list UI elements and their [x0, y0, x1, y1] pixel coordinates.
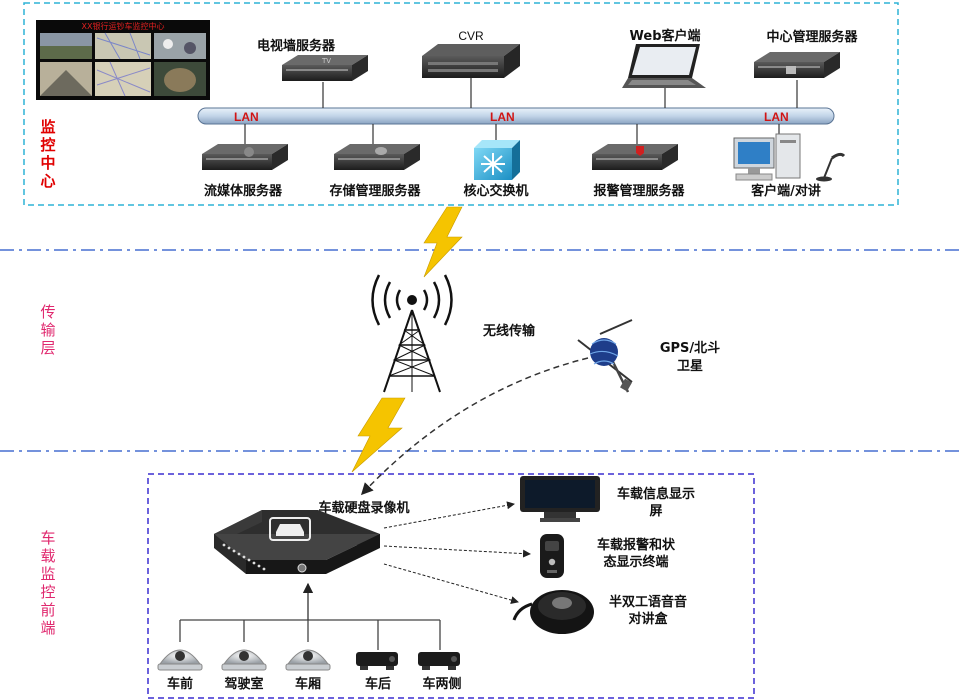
dome-camera-icon [285, 649, 331, 671]
center-mgmt-server[interactable] [754, 52, 840, 78]
satellite-label-line2: 卫星 [677, 359, 703, 374]
svg-text:TV: TV [321, 57, 331, 65]
core-switch-label: 核心交换机 [463, 183, 528, 199]
camera-label: 车厢 [295, 676, 321, 692]
lan-bus [197, 107, 835, 125]
arrow-to-alarm-terminal [383, 545, 531, 558]
tv-wall-server-label: 电视墙服务器 [257, 38, 336, 54]
storage-server-label: 存储管理服务器 [329, 183, 421, 199]
satellite-link-dashed [360, 357, 589, 496]
wireless-label: 无线传输 [482, 323, 536, 339]
lightning-icon [423, 206, 463, 278]
layer-label-vehicle-char: 监 [40, 565, 55, 583]
layer-label-vehicle-char: 车 [40, 529, 55, 547]
layer-label-vehicle-char: 前 [40, 601, 55, 619]
rear-camera-icon [356, 652, 398, 670]
cvr-label: CVR [458, 29, 484, 43]
satellite-label-line1: GPS/北斗 [660, 341, 720, 356]
video-wall: XX银行运钞车监控中心 [36, 20, 210, 100]
layer-label-center-char: 中 [40, 154, 55, 172]
web-client-laptop[interactable] [622, 44, 706, 88]
layer-label-transport: 传 输 层 [40, 303, 55, 357]
client-intercom[interactable] [733, 133, 846, 182]
alarm-server-label: 报警管理服务器 [593, 183, 685, 199]
alarm-terminal-label-line2: 态显示终端 [603, 554, 668, 570]
storage-server[interactable] [334, 144, 420, 170]
streaming-server[interactable] [202, 144, 288, 170]
dome-camera-icon [221, 649, 267, 671]
layer-label-transport-char: 输 [40, 321, 55, 339]
signal-tower-icon [371, 274, 453, 393]
intercom-label-line2: 对讲盒 [628, 611, 668, 627]
vehicle-dvr[interactable] [214, 510, 380, 574]
alarm-terminal-label-line1: 车载报警和状 [597, 537, 676, 553]
vehicle-frame [147, 473, 755, 699]
camera-bus [179, 619, 441, 650]
web-client-label: Web客户端 [630, 28, 701, 44]
dome-camera-icon [157, 649, 203, 671]
camera-label: 驾驶室 [224, 676, 263, 692]
alarm-server[interactable] [592, 144, 678, 170]
side-camera-icon [418, 652, 460, 670]
layer-label-vehicle-char: 端 [40, 619, 55, 637]
info-screen-label-line1: 车载信息显示 [617, 486, 695, 502]
lan-label: LAN [490, 110, 515, 124]
video-wall-banner: XX银行运钞车监控中心 [82, 21, 165, 31]
lightning-icon [351, 397, 406, 473]
camera-label: 车后 [365, 676, 391, 692]
info-screen-label-line2: 屏 [649, 504, 662, 519]
center-mgmt-server-label: 中心管理服务器 [766, 29, 858, 45]
streaming-server-label: 流媒体服务器 [204, 183, 283, 199]
alarm-terminal-icon[interactable] [540, 534, 564, 578]
lan-label: LAN [234, 110, 259, 124]
layer-label-transport-char: 层 [40, 339, 55, 357]
layer-label-center-char: 控 [40, 136, 55, 154]
arrow-to-info-screen [383, 501, 515, 529]
camera-label: 车两侧 [422, 676, 461, 692]
camera-label: 车前 [167, 676, 193, 692]
core-switch[interactable] [474, 140, 520, 180]
arrow-to-intercom [383, 563, 519, 604]
layer-label-center-char: 监 [40, 118, 55, 136]
layer-label-vehicle-char: 控 [40, 583, 55, 601]
layer-label-transport-char: 传 [40, 303, 55, 321]
client-intercom-label: 客户端/对讲 [751, 183, 821, 199]
layer-label-vehicle-char: 载 [40, 547, 55, 565]
info-screen-icon[interactable] [520, 476, 600, 522]
lan-label: LAN [764, 110, 789, 124]
dvr-label: 车载硬盘录像机 [318, 500, 409, 516]
cvr-device[interactable] [422, 44, 520, 78]
satellite-icon [577, 319, 633, 393]
tv-wall-server[interactable]: TV [282, 55, 368, 81]
monitoring-center-frame [23, 2, 899, 206]
layer-label-center-char: 心 [40, 172, 55, 190]
layer-label-vehicle: 车 载 监 控 前 端 [40, 529, 55, 637]
intercom-label-line1: 半双工语音音 [609, 594, 687, 610]
layer-label-center: 监 控 中 心 [40, 118, 55, 190]
intercom-box-icon[interactable] [512, 590, 594, 634]
